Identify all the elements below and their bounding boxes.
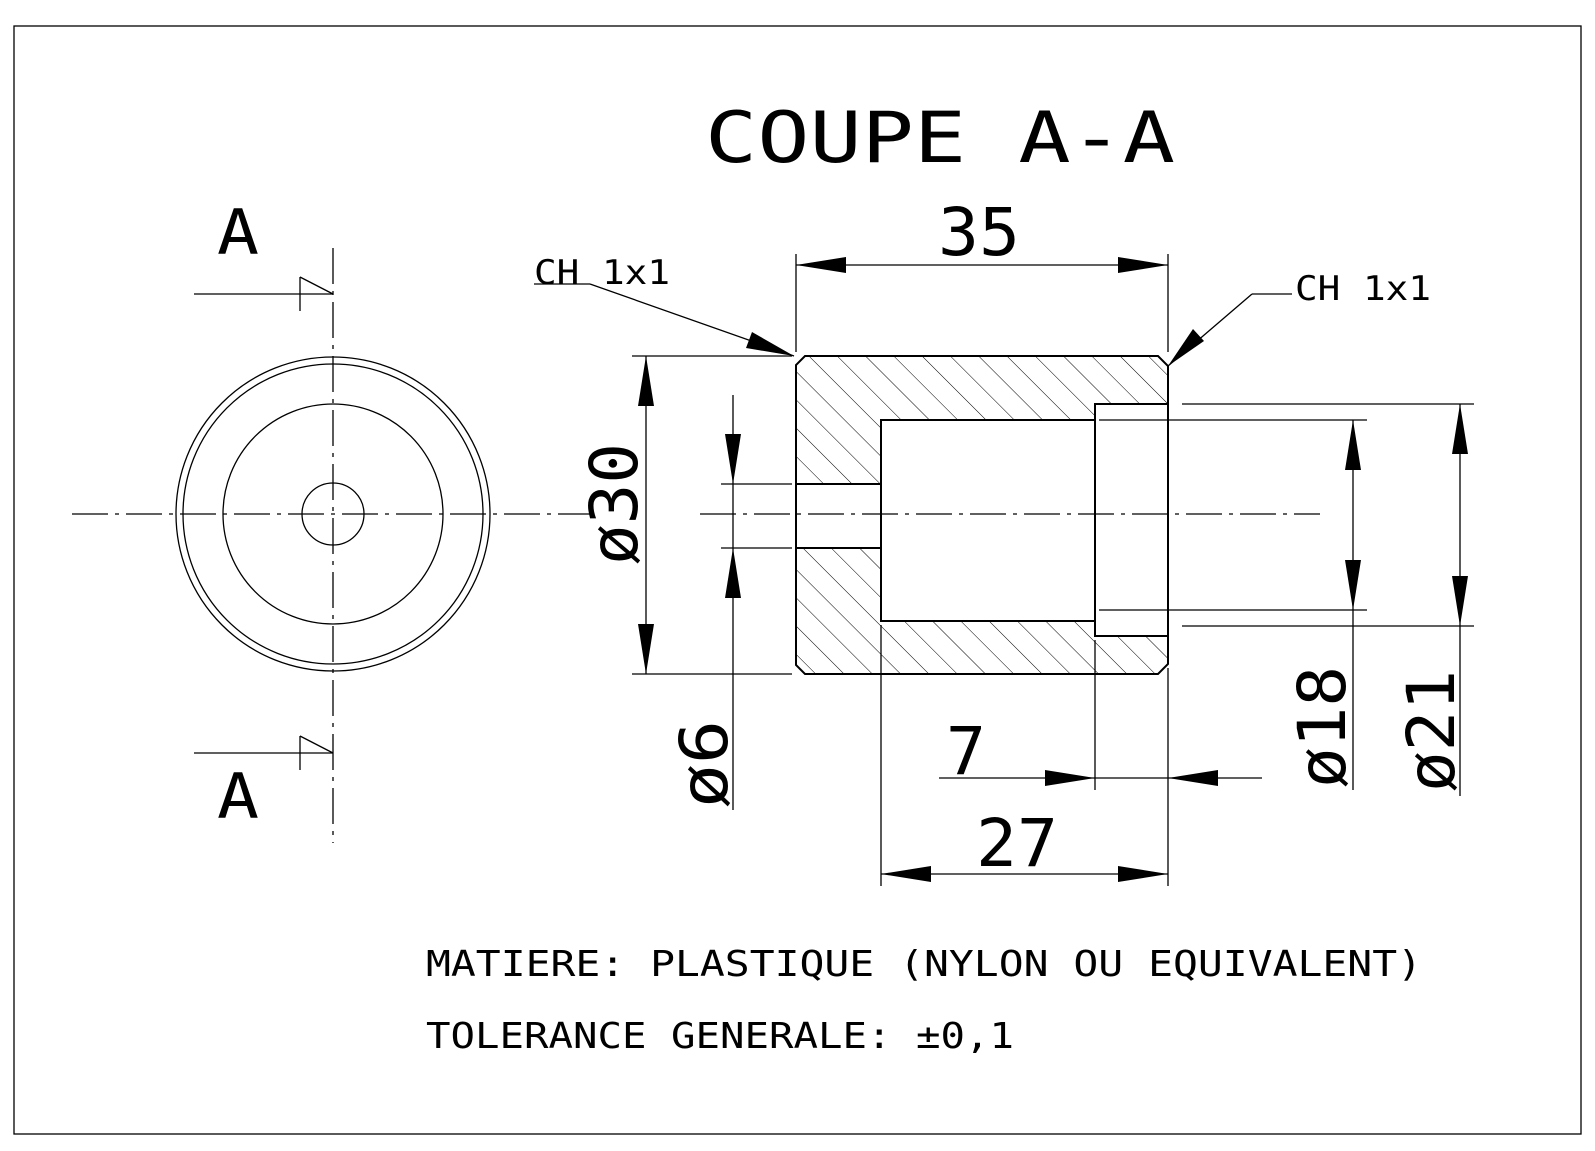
section-view <box>700 355 1320 675</box>
material-note: MATIERE: PLASTIQUE (NYLON OU EQUIVALENT) <box>426 944 1422 985</box>
dim-outer-diameter: ø30 <box>576 355 792 675</box>
chamfer-right-label: CH 1x1 <box>1295 269 1431 309</box>
end-view: A A <box>72 196 590 843</box>
dimensions: 35 27 7 ø30 <box>534 194 1474 886</box>
dim-counterbore-depth: 7 <box>939 640 1262 790</box>
drawing-frame <box>13 25 1582 1135</box>
tolerance-note: TOLERANCE GENERALE: ±0,1 <box>426 1016 1014 1057</box>
dim-hole-diameter: ø6 <box>666 395 792 810</box>
leader-chamfer-right: CH 1x1 <box>1167 269 1431 367</box>
chamfer-left-label: CH 1x1 <box>534 253 670 293</box>
hatch-lower <box>796 548 1168 674</box>
dim-35-label: 35 <box>938 194 1020 271</box>
leader-chamfer-left: CH 1x1 <box>534 253 795 357</box>
section-arrow-top <box>194 276 334 311</box>
dim-overall-length: 35 <box>795 194 1169 352</box>
dim-7-label: 7 <box>946 713 986 790</box>
dim-21-label: ø21 <box>1393 670 1470 792</box>
section-title: COUPE A-A <box>705 97 1175 179</box>
counterbore-outline <box>1094 403 1168 637</box>
section-arrow-bottom <box>194 735 334 770</box>
section-label-top: A <box>217 196 259 269</box>
bore-outline <box>880 419 1095 622</box>
dim-30-label: ø30 <box>576 443 653 565</box>
section-label-bottom: A <box>217 760 259 833</box>
dim-bore-length: 27 <box>880 625 1169 886</box>
dim-18-label: ø18 <box>1284 666 1361 788</box>
dim-6-label: ø6 <box>666 720 743 808</box>
part-outline <box>795 355 1169 675</box>
dim-counterbore-diameter: ø21 <box>1182 403 1474 796</box>
dim-27-label: 27 <box>976 805 1058 882</box>
dim-bore-diameter: ø18 <box>1099 419 1367 790</box>
